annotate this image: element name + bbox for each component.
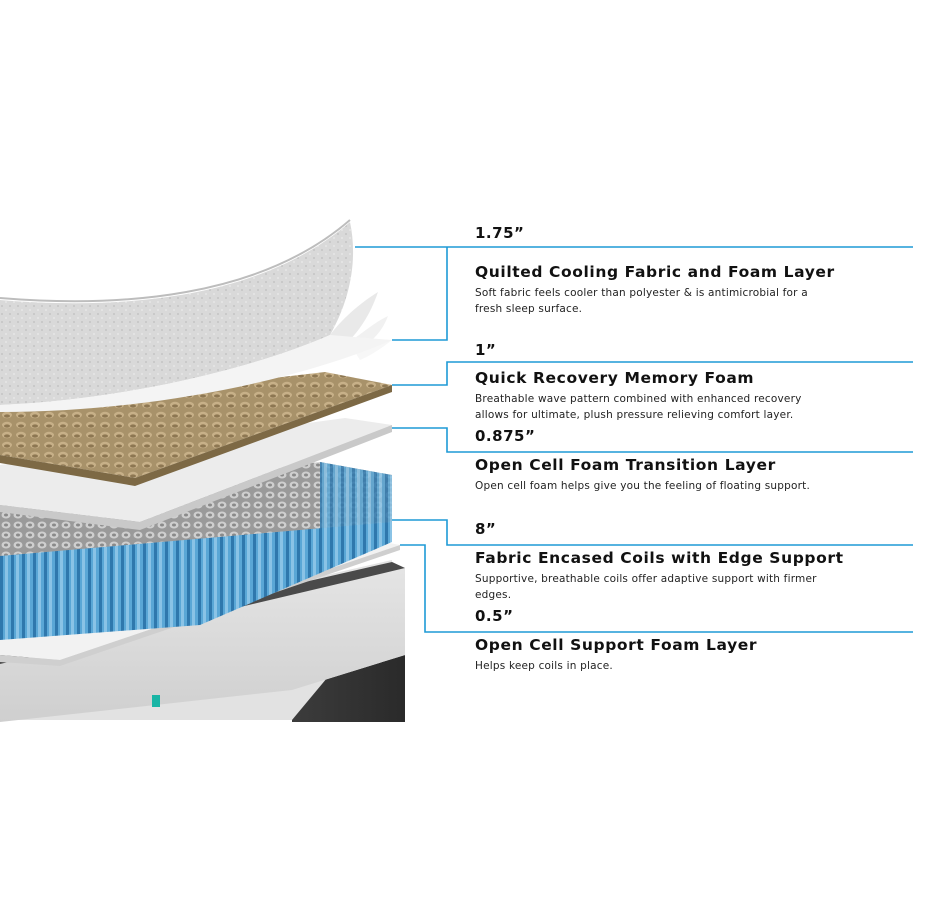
leader-line-1-bracket (392, 247, 448, 341)
layer-1-description: Soft fabric feels cooler than polyester … (475, 287, 808, 315)
layer-5-spec: Open Cell Support Foam Layer Helps keep … (475, 636, 820, 675)
coil-layer (0, 462, 392, 640)
layer-4-title: Fabric Encased Coils with Edge Support (475, 549, 844, 567)
layer-3-title: Open Cell Foam Transition Layer (475, 456, 776, 474)
layer-5-thickness: 0.5” (475, 607, 514, 625)
layer-2-spec: Quick Recovery Memory Foam Breathable wa… (475, 369, 820, 423)
layer-4-description: Supportive, breathable coils offer adapt… (475, 573, 817, 601)
layer-5-description: Helps keep coils in place. (475, 660, 613, 672)
leader-line-2 (392, 361, 913, 386)
leader-line-5 (400, 544, 913, 633)
layer-3-thickness: 0.875” (475, 427, 536, 445)
layer-1-title: Quilted Cooling Fabric and Foam Layer (475, 263, 835, 281)
layer-1-thickness: 1.75” (475, 224, 525, 242)
memory-foam-layer (0, 372, 392, 486)
leader-lines (355, 246, 913, 633)
layer-1-spec: Quilted Cooling Fabric and Foam Layer So… (475, 263, 835, 317)
layer-5-title: Open Cell Support Foam Layer (475, 636, 758, 654)
quilted-top-layer (0, 219, 392, 412)
layer-4-spec: Fabric Encased Coils with Edge Support S… (475, 549, 844, 603)
leader-line-4 (392, 519, 913, 546)
layer-3-description: Open cell foam helps give you the feelin… (475, 480, 810, 492)
layer-4-thickness: 8” (475, 520, 497, 538)
layer-3-spec: Open Cell Foam Transition Layer Open cel… (475, 456, 820, 495)
layer-2-title: Quick Recovery Memory Foam (475, 369, 755, 387)
layer-2-description: Breathable wave pattern combined with en… (475, 393, 802, 421)
leader-line-3 (392, 427, 913, 453)
transition-foam-layer (0, 418, 392, 530)
layer-2-thickness: 1” (475, 341, 497, 359)
